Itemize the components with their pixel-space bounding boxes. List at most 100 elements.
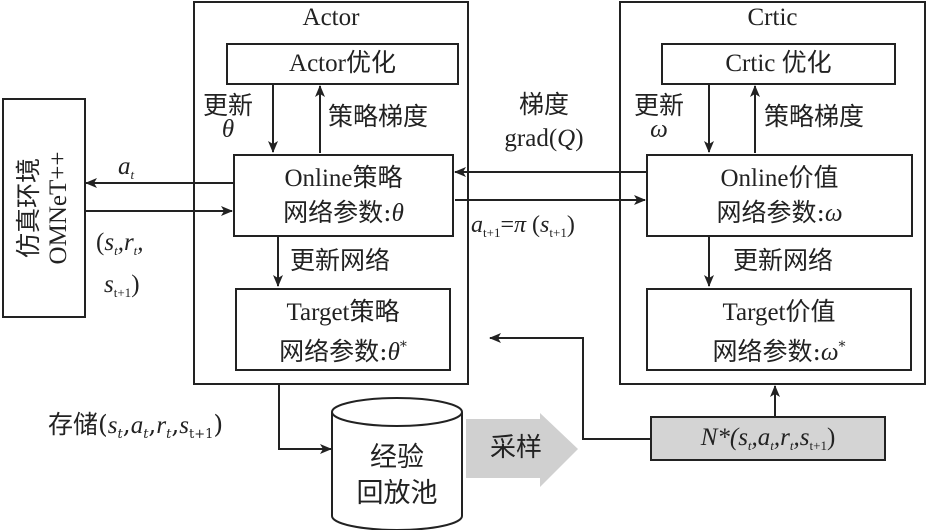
state-r-sub: t: [133, 243, 138, 258]
store-label: 存储(st,at,rt,st+1): [48, 410, 224, 442]
minibatch-box: N*(st,at,rt,st+1): [650, 416, 886, 461]
gradient-suffix: ): [575, 125, 584, 152]
critic-container: [619, 1, 926, 385]
sample-arrow-shape: [466, 413, 578, 487]
replay-buffer-cylinder: [331, 397, 463, 530]
state-r: r: [123, 229, 134, 256]
critic-online-line2: 网络参数:ω: [648, 198, 911, 229]
critic-update-network-label: 更新网络: [733, 246, 834, 275]
environment-label: 仿真环境 OMNeT++: [14, 152, 74, 265]
actor-update-network-label: 更新网络: [290, 246, 391, 275]
store-s: s: [107, 412, 118, 439]
next-action-label: at+1=π (st+1): [471, 210, 575, 248]
critic-policy-gradient-label: 策略梯度: [764, 102, 865, 131]
actor-target-star: *: [399, 339, 407, 355]
store-close: ): [213, 410, 224, 439]
environment-simulator: OMNeT++: [45, 151, 72, 265]
critic-target-box: Target价值 网络参数:ω*: [646, 288, 912, 371]
actor-update-text: 更新: [203, 91, 254, 120]
actor-online-param: θ: [391, 200, 404, 227]
minibatch-r-sub: t: [789, 438, 794, 453]
actor-online-line1: Online策略: [284, 165, 403, 192]
next-action-s: s: [540, 212, 550, 238]
store-s-sub: t: [117, 427, 123, 442]
actor-container: [193, 1, 469, 385]
state-close: ): [131, 271, 140, 298]
gradient-label: 梯度 grad(Q): [470, 88, 618, 156]
actor-target-line2: 网络参数:θ*: [237, 332, 449, 368]
critic-update-param: ω: [650, 116, 668, 143]
minibatch-s: s: [738, 424, 748, 451]
next-action-s-sub: t+1: [549, 225, 567, 240]
actor-title: Actor: [302, 4, 360, 31]
store-r-sub: t: [166, 427, 172, 442]
state-s: s: [104, 229, 115, 256]
minibatch-label: N*(st,at,rt,st+1): [700, 424, 836, 453]
next-action-eq: =: [500, 212, 514, 238]
next-action-close: ): [566, 212, 575, 238]
critic-online-params-label: 网络参数:: [716, 198, 825, 227]
gradient-text: 梯度: [518, 90, 569, 119]
next-action-a: a: [471, 212, 483, 238]
actor-update-param: θ: [221, 116, 235, 143]
critic-update-text: 更新: [634, 91, 685, 120]
critic-update-label: 更新 ω: [634, 92, 684, 144]
critic-online-param: ω: [824, 200, 843, 227]
gradient-formula: grad(Q): [470, 122, 618, 156]
minibatch-s-sub: t: [747, 438, 752, 453]
state-label-line2: st+1): [96, 268, 144, 310]
sample-label: 采样: [490, 433, 543, 463]
action-sub: t: [130, 167, 135, 182]
minibatch-s2-sub: t+1: [809, 438, 827, 453]
store-a: a: [130, 412, 144, 439]
actor-optimizer-box: Actor优化: [226, 43, 459, 85]
store-s2: s: [179, 412, 190, 439]
minibatch-close: ): [826, 424, 836, 451]
minibatch-s2: s: [799, 424, 810, 451]
minibatch-to-actor-arrow: [489, 333, 650, 440]
state-s2-sub: t+1: [113, 285, 132, 300]
critic-target-star: *: [838, 339, 846, 355]
critic-title: Crtic: [747, 4, 798, 31]
store-prefix: 存储(: [48, 410, 108, 439]
actor-target-line1: Target策略: [286, 299, 400, 326]
replay-buffer-line2: 回放池: [356, 478, 438, 509]
next-action-open: (: [526, 212, 541, 238]
state-s-sub: t: [114, 243, 118, 258]
actor-optimizer-label: Actor优化: [289, 50, 396, 77]
actor-online-line2: 网络参数:θ: [235, 198, 452, 229]
next-action-pi: π: [514, 212, 527, 238]
actor-online-box: Online策略 网络参数:θ: [233, 154, 454, 237]
store-a-sub: t: [143, 427, 149, 442]
actor-target-param: θ: [387, 339, 400, 366]
critic-online-box: Online价值 网络参数:ω: [646, 154, 913, 237]
critic-target-line2: 网络参数:ω*: [648, 332, 910, 368]
actor-target-params-label: 网络参数:: [279, 337, 388, 366]
state-s2: s: [104, 271, 114, 298]
minibatch-a-sub: t: [770, 438, 774, 453]
minibatch-r: r: [780, 424, 790, 451]
action-label: at: [118, 152, 134, 190]
gradient-var: Q: [557, 125, 576, 152]
minibatch-prefix: N*(: [700, 424, 739, 451]
state-label: (st,rt, st+1): [96, 226, 144, 310]
state-open: (: [96, 229, 105, 256]
environment-box: 仿真环境 OMNeT++: [2, 98, 86, 318]
critic-target-line1: Target价值: [722, 299, 836, 326]
actor-policy-gradient-label: 策略梯度: [328, 102, 429, 131]
critic-target-params-label: 网络参数:: [712, 337, 821, 366]
state-label-line1: (st,rt,: [96, 229, 144, 258]
critic-target-param: ω: [820, 339, 839, 366]
environment-name: 仿真环境: [14, 158, 43, 259]
actor-online-params-label: 网络参数:: [283, 198, 392, 227]
gradient-prefix: grad(: [504, 125, 558, 152]
actor-update-label: 更新 θ: [203, 92, 253, 144]
actor-target-box: Target策略 网络参数:θ*: [235, 288, 451, 371]
critic-online-line1: Online价值: [720, 165, 839, 192]
minibatch-a: a: [757, 424, 771, 451]
store-s2-sub: t+1: [189, 427, 214, 442]
action-var: a: [118, 153, 131, 180]
store-r: r: [156, 412, 167, 439]
critic-optimizer-box: Crtic 优化: [661, 43, 896, 85]
